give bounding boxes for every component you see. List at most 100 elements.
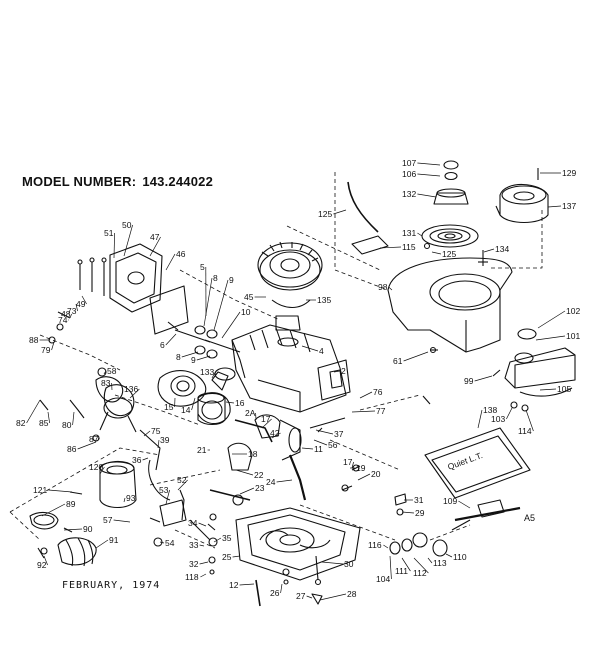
flywheel bbox=[257, 241, 323, 347]
part-label-48: 48 bbox=[61, 309, 71, 319]
part-label-25: 25 bbox=[222, 552, 232, 562]
leader-line bbox=[357, 473, 371, 481]
leader-line bbox=[177, 479, 188, 491]
leader-line bbox=[149, 236, 161, 257]
leader-line bbox=[535, 335, 566, 341]
part-label-125: 125 bbox=[318, 209, 332, 219]
part-label-89: 89 bbox=[66, 499, 76, 509]
carburetor-assembly bbox=[39, 243, 231, 471]
leader-line bbox=[123, 224, 133, 257]
leader-line bbox=[159, 541, 165, 544]
part-label-36: 36 bbox=[132, 455, 142, 465]
air-cleaner bbox=[29, 460, 187, 567]
part-label-2A: 2A bbox=[245, 408, 256, 418]
leader-line bbox=[72, 411, 75, 426]
part-label-17: 17 bbox=[343, 457, 353, 467]
leader-line bbox=[213, 279, 229, 331]
part-label-121: 121 bbox=[33, 485, 47, 495]
part-label-103: 103 bbox=[491, 414, 505, 424]
part-label-86: 86 bbox=[67, 444, 77, 454]
part-label-76: 76 bbox=[373, 387, 383, 397]
part-label-132: 132 bbox=[402, 189, 416, 199]
part-label-9: 9 bbox=[191, 355, 196, 365]
leader-line bbox=[129, 388, 140, 399]
part-label-109: 109 bbox=[443, 496, 457, 506]
leader-line bbox=[200, 573, 207, 578]
part-label-115: 115 bbox=[402, 242, 416, 252]
part-label-42: 42 bbox=[270, 428, 280, 438]
leader-line bbox=[123, 497, 126, 503]
part-label-125: 125 bbox=[442, 249, 456, 259]
part-label-12: 12 bbox=[229, 580, 239, 590]
leader-line bbox=[239, 487, 255, 495]
part-label-91: 91 bbox=[109, 535, 119, 545]
leader-line bbox=[77, 441, 97, 450]
part-label-116: 116 bbox=[368, 540, 382, 550]
leader-line bbox=[383, 544, 389, 549]
leader-line bbox=[213, 537, 222, 543]
leader-line bbox=[26, 399, 41, 424]
leader-line bbox=[359, 391, 373, 399]
part-label-107: 107 bbox=[402, 158, 416, 168]
part-label-10: 10 bbox=[241, 307, 251, 317]
part-label-14: 14 bbox=[181, 405, 191, 415]
leader-line bbox=[276, 479, 293, 483]
leader-line bbox=[142, 457, 149, 461]
part-label-22: 22 bbox=[254, 470, 264, 480]
part-label-37: 37 bbox=[334, 429, 344, 439]
model-number-header: MODEL NUMBER:143.244022 bbox=[22, 174, 219, 189]
leader-line bbox=[458, 500, 471, 509]
part-label-136: 136 bbox=[124, 384, 138, 394]
breather bbox=[211, 371, 229, 391]
part-label-53: 53 bbox=[159, 485, 169, 495]
part-label-58: 58 bbox=[107, 366, 117, 376]
part-label-15: 15 bbox=[164, 402, 174, 412]
part-label-102: 102 bbox=[566, 306, 580, 316]
part-label-138: 138 bbox=[483, 405, 497, 415]
leader-line bbox=[232, 555, 241, 558]
leader-line bbox=[225, 401, 235, 404]
leader-line bbox=[271, 432, 281, 439]
part-label-5: 5 bbox=[200, 262, 205, 272]
leader-line bbox=[506, 407, 513, 420]
leader-line bbox=[43, 555, 48, 566]
leader-line bbox=[157, 439, 160, 449]
part-label-92: 92 bbox=[37, 560, 47, 570]
part-label-20: 20 bbox=[371, 469, 381, 479]
part-label-52: 52 bbox=[177, 475, 187, 485]
part-label-98: 98 bbox=[378, 282, 388, 292]
part-label-79: 79 bbox=[41, 345, 51, 355]
leader-line bbox=[321, 561, 344, 565]
part-label-11: 11 bbox=[314, 444, 323, 454]
part-label-134: 134 bbox=[495, 244, 509, 254]
leader-line bbox=[403, 351, 429, 362]
assembly-dashed-lines bbox=[9, 172, 543, 549]
cylinder-block bbox=[167, 321, 351, 413]
governor-shaft bbox=[389, 395, 521, 557]
part-label-28: 28 bbox=[347, 589, 357, 599]
leader-line bbox=[99, 466, 105, 475]
leader-line bbox=[198, 522, 207, 527]
model-number-label: MODEL NUMBER: bbox=[22, 174, 137, 189]
leader-line bbox=[97, 437, 100, 440]
leader-line bbox=[69, 313, 72, 319]
engine-sump bbox=[207, 507, 361, 607]
leader-line bbox=[199, 544, 205, 547]
part-label-30: 30 bbox=[344, 559, 354, 569]
part-label-73: 73 bbox=[67, 306, 77, 316]
leader-line bbox=[351, 461, 354, 469]
part-label-56: 56 bbox=[328, 440, 338, 450]
leader-line bbox=[211, 371, 216, 379]
part-label-32: 32 bbox=[189, 559, 199, 569]
leader-line bbox=[417, 232, 423, 237]
part-label-114: 114 bbox=[518, 426, 532, 436]
leader-line bbox=[351, 410, 376, 413]
part-label-21: 21 bbox=[197, 445, 207, 455]
leader-line bbox=[261, 418, 272, 429]
part-label-111: 111 bbox=[395, 566, 408, 576]
leader-line bbox=[483, 248, 495, 253]
leader-line bbox=[191, 397, 196, 411]
part-label-120: 120 bbox=[89, 462, 103, 472]
leader-line bbox=[417, 193, 437, 198]
